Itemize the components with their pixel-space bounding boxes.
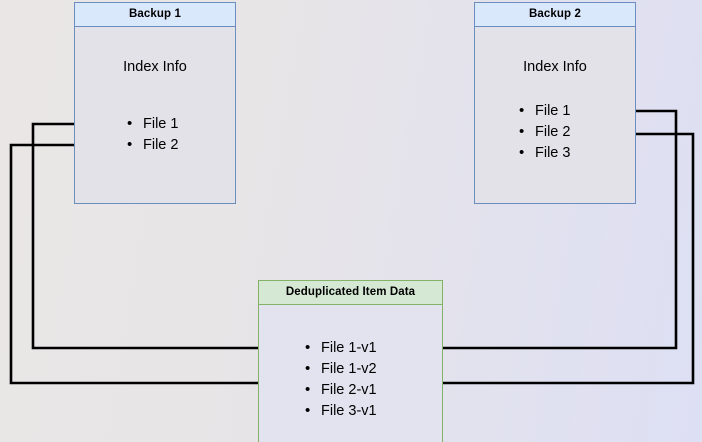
node-backup-2[interactable]: Backup 2 Index Info File 1 File 2 File 3 bbox=[474, 2, 636, 204]
node-backup-1-index-info-label: Index Info bbox=[123, 59, 187, 75]
node-backup-2-file-list: File 1 File 2 File 3 bbox=[519, 100, 570, 164]
list-item: File 3 bbox=[519, 142, 570, 164]
node-backup-2-body: Index Info File 1 File 2 File 3 bbox=[475, 27, 635, 203]
node-deduplicated-item-data-file-list: File 1-v1 File 1-v2 File 2-v1 File 3-v1 bbox=[305, 337, 377, 422]
list-item: File 2 bbox=[127, 134, 178, 156]
node-backup-1-header: Backup 1 bbox=[75, 3, 235, 27]
list-item: File 1 bbox=[519, 100, 570, 122]
node-deduplicated-item-data[interactable]: Deduplicated Item Data File 1-v1 File 1-… bbox=[258, 280, 443, 442]
node-backup-2-index-info-label: Index Info bbox=[523, 59, 587, 75]
list-item: File 1-v1 bbox=[305, 337, 377, 359]
node-backup-2-header: Backup 2 bbox=[475, 3, 635, 27]
node-deduplicated-item-data-body: File 1-v1 File 1-v2 File 2-v1 File 3-v1 bbox=[259, 305, 442, 442]
node-deduplicated-item-data-header: Deduplicated Item Data bbox=[259, 281, 442, 305]
list-item: File 3-v1 bbox=[305, 400, 377, 422]
node-backup-1-body: Index Info File 1 File 2 bbox=[75, 27, 235, 203]
list-item: File 2-v1 bbox=[305, 379, 377, 401]
node-backup-1[interactable]: Backup 1 Index Info File 1 File 2 bbox=[74, 2, 236, 204]
list-item: File 2 bbox=[519, 121, 570, 143]
node-backup-1-file-list: File 1 File 2 bbox=[127, 113, 178, 156]
list-item: File 1 bbox=[127, 113, 178, 135]
list-item: File 1-v2 bbox=[305, 358, 377, 380]
